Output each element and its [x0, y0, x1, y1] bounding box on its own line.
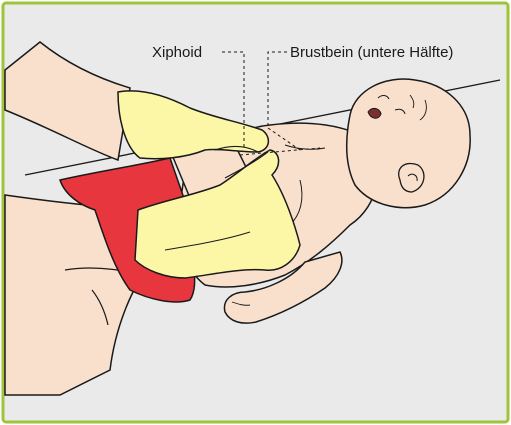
sternum-label: Brustbein (untere Hälfte) [290, 44, 453, 61]
infant-ear [399, 163, 424, 192]
xiphoid-label: Xiphoid [152, 44, 202, 61]
